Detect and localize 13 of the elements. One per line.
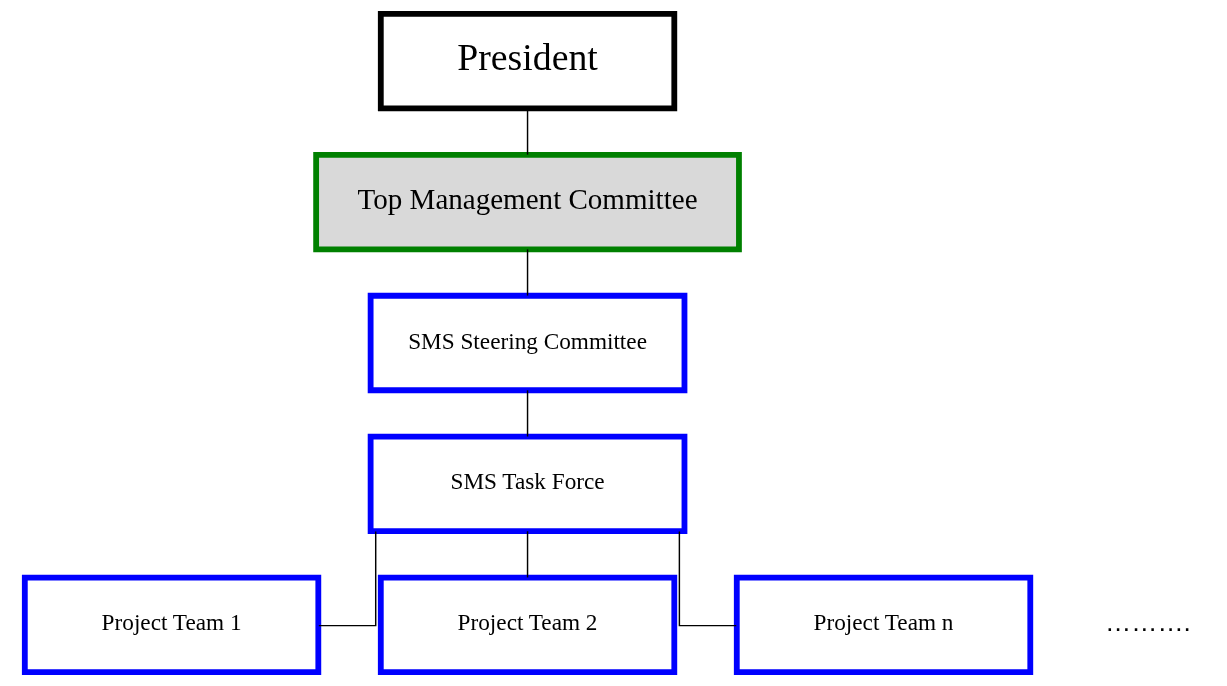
node-box: Project Team n [733, 574, 1033, 675]
connector [526, 248, 528, 297]
connector [526, 389, 528, 438]
node-box: President [377, 11, 677, 112]
connector [678, 530, 737, 627]
node-box: SMS Task Force [367, 433, 687, 535]
node-box: SMS Steering Committee [367, 292, 687, 394]
connector [526, 530, 528, 579]
node-box: Project Team 1 [21, 574, 321, 675]
node-box: Top Management Committee [312, 151, 742, 253]
label: ………. [1104, 607, 1191, 638]
node-box: Project Team 2 [377, 574, 677, 675]
connector [317, 530, 376, 627]
